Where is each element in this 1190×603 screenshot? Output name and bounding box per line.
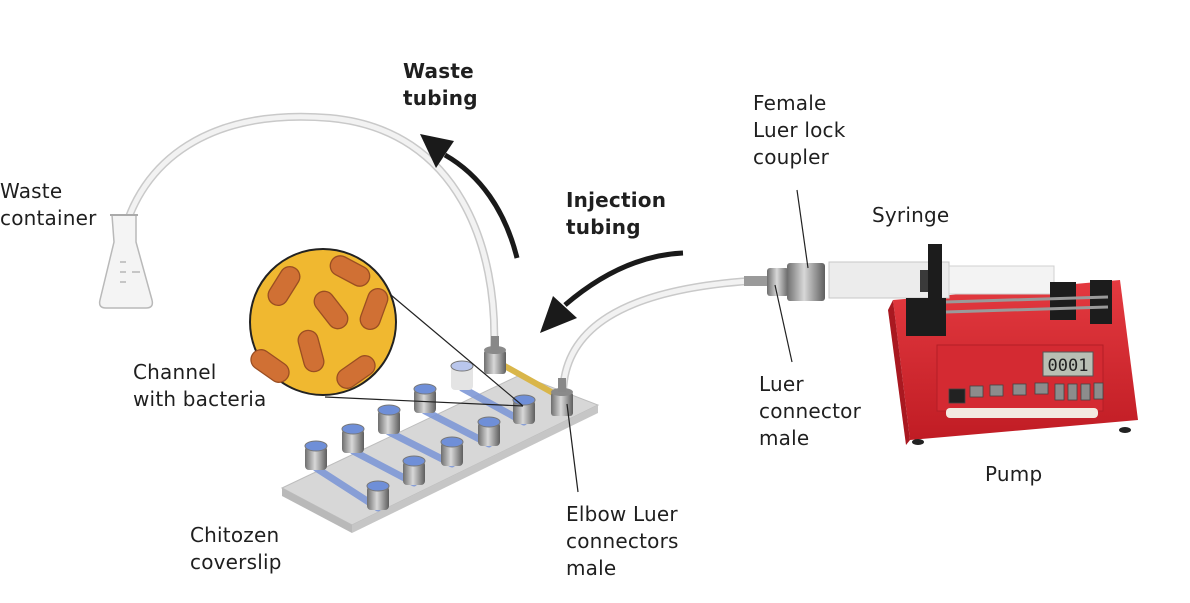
label-injection-tubing: Injection tubing (566, 188, 667, 239)
label-channel-with-bacteria: Channel with bacteria (133, 360, 267, 411)
pump-display-readout: 0001 (1048, 356, 1089, 376)
label-syringe: Syringe (872, 203, 950, 227)
label-female-luer-lock-coupler: Female Luer lock coupler (753, 91, 846, 169)
syringe-pump: 0001 (828, 244, 1138, 445)
female-luer-lock-coupler (787, 263, 825, 301)
channel-port (377, 404, 401, 434)
channel-port (477, 416, 501, 446)
channel-port (341, 423, 365, 453)
injection-flow-arrow-icon (540, 250, 684, 333)
label-pump: Pump (985, 462, 1043, 486)
waste-flask-icon (98, 214, 154, 309)
bacteria-magnified-view (249, 248, 397, 396)
channel-port (366, 480, 390, 510)
channel-port (512, 394, 536, 424)
channel-port (402, 455, 426, 485)
luer-connector-male (744, 268, 789, 296)
label-waste-tubing: Waste tubing (403, 59, 478, 110)
label-chitozen-coverslip: Chitozen coverslip (190, 523, 282, 574)
waste-flow-arrow-icon (420, 134, 520, 259)
channel-port (304, 440, 328, 470)
elbow-luer-connector-waste (484, 336, 506, 374)
label-luer-connector-male: Luer connector male (759, 372, 861, 450)
channel-port (450, 360, 474, 390)
channel-port (413, 383, 437, 413)
elbow-luer-connector-injection (551, 378, 573, 416)
label-elbow-luer-connectors-male: Elbow Luer connectors male (566, 502, 679, 580)
label-waste-container: Waste container (0, 179, 97, 230)
channel-port (440, 436, 464, 466)
